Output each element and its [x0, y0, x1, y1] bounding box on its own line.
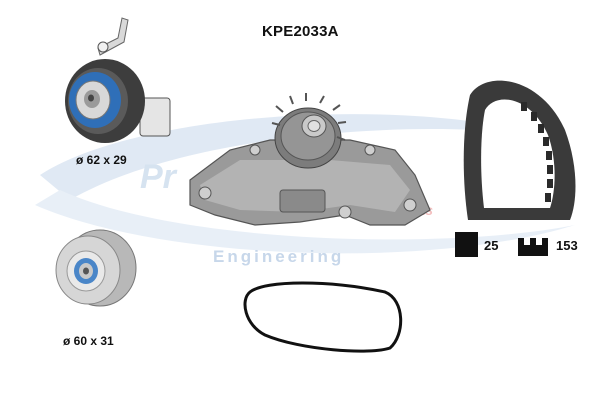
belt-teeth-value: 153	[556, 238, 578, 253]
product-code: KPE2033A	[262, 23, 339, 40]
svg-text:Pr: Pr	[140, 158, 178, 196]
belt-teeth-icon	[518, 238, 548, 256]
belt-width-icon	[455, 232, 478, 257]
belt-width-value: 25	[484, 238, 499, 253]
tensioner-pulley-icon	[65, 17, 171, 143]
tensioner-dimension: ø 62 x 29	[76, 153, 127, 167]
timing-belt-icon	[463, 80, 576, 220]
water-pump-icon	[189, 93, 431, 226]
idler-dimension: ø 60 x 31	[63, 334, 114, 348]
idler-pulley-icon	[55, 229, 137, 307]
watermark-engineering-text: Engineering	[213, 247, 345, 266]
o-ring-gasket-icon	[243, 281, 403, 353]
